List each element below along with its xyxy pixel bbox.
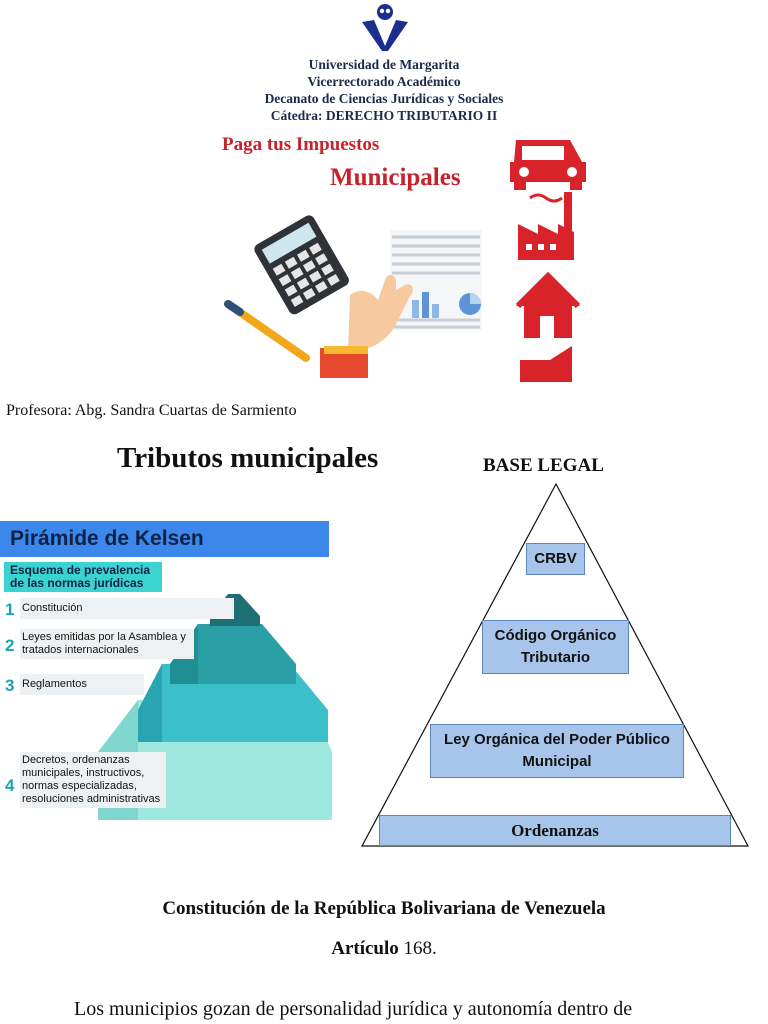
kelsen-level-number: 3 xyxy=(5,676,15,695)
university-logo xyxy=(362,4,408,51)
article-number: 168. xyxy=(403,938,437,959)
calculator-icon xyxy=(254,215,349,315)
header-vicerrectorado: Vicerrectorado Académico xyxy=(307,74,461,89)
car-icon xyxy=(510,140,586,203)
hand-icon xyxy=(320,274,413,378)
article-body-text: Los municipios gozan de personalidad jur… xyxy=(74,998,633,1020)
kelsen-subtitle: Esquema de prevalencia de las normas jur… xyxy=(4,562,162,592)
kelsen-level-2: Leyes emitidas por la Asamblea y tratado… xyxy=(20,629,194,659)
header-decanato: Decanato de Ciencias Jurídicas y Sociale… xyxy=(264,91,504,106)
base-legal-ordenanzas: Ordenanzas xyxy=(379,815,731,846)
kelsen-level-number: 1 xyxy=(5,600,15,619)
base-legal-lopm: Ley Orgánica del Poder Público Municipal xyxy=(430,724,684,778)
factory-icon xyxy=(518,192,574,260)
header-university: Universidad de Margarita xyxy=(308,57,460,72)
page-title: Tributos municipales xyxy=(117,442,379,474)
pen-icon xyxy=(224,300,310,362)
base-legal-title: BASE LEGAL xyxy=(483,455,604,476)
kelsen-level-number: 2 xyxy=(5,636,15,655)
kelsen-level-1: Constitución xyxy=(20,598,234,619)
house-icon xyxy=(515,271,581,338)
land-icon xyxy=(520,346,572,382)
article-reference: Artículo 168. xyxy=(0,938,768,960)
header-catedra: Cátedra: DERECHO TRIBUTARIO II xyxy=(270,108,498,123)
banner-title-line1: Paga tus Impuestos xyxy=(222,134,380,155)
constitution-title: Constitución de la República Bolivariana… xyxy=(162,898,606,919)
kelsen-level-number: 4 xyxy=(5,776,15,795)
kelsen-title: Pirámide de Kelsen xyxy=(0,521,329,557)
kelsen-level-3: Reglamentos xyxy=(20,674,144,695)
banner-title-line2: Municipales xyxy=(330,164,461,191)
tax-illustration xyxy=(224,140,586,382)
kelsen-level-4: Decretos, ordenanzas municipales, instru… xyxy=(20,752,166,808)
article-label: Artículo xyxy=(331,938,399,959)
base-legal-cot: Código Orgánico Tributario xyxy=(482,620,629,674)
kelsen-pyramid-graphic xyxy=(98,594,332,820)
professor-name: Profesora: Abg. Sandra Cuartas de Sarmie… xyxy=(6,402,297,419)
base-legal-crbv: CRBV xyxy=(526,543,585,575)
document-icon xyxy=(390,230,482,330)
